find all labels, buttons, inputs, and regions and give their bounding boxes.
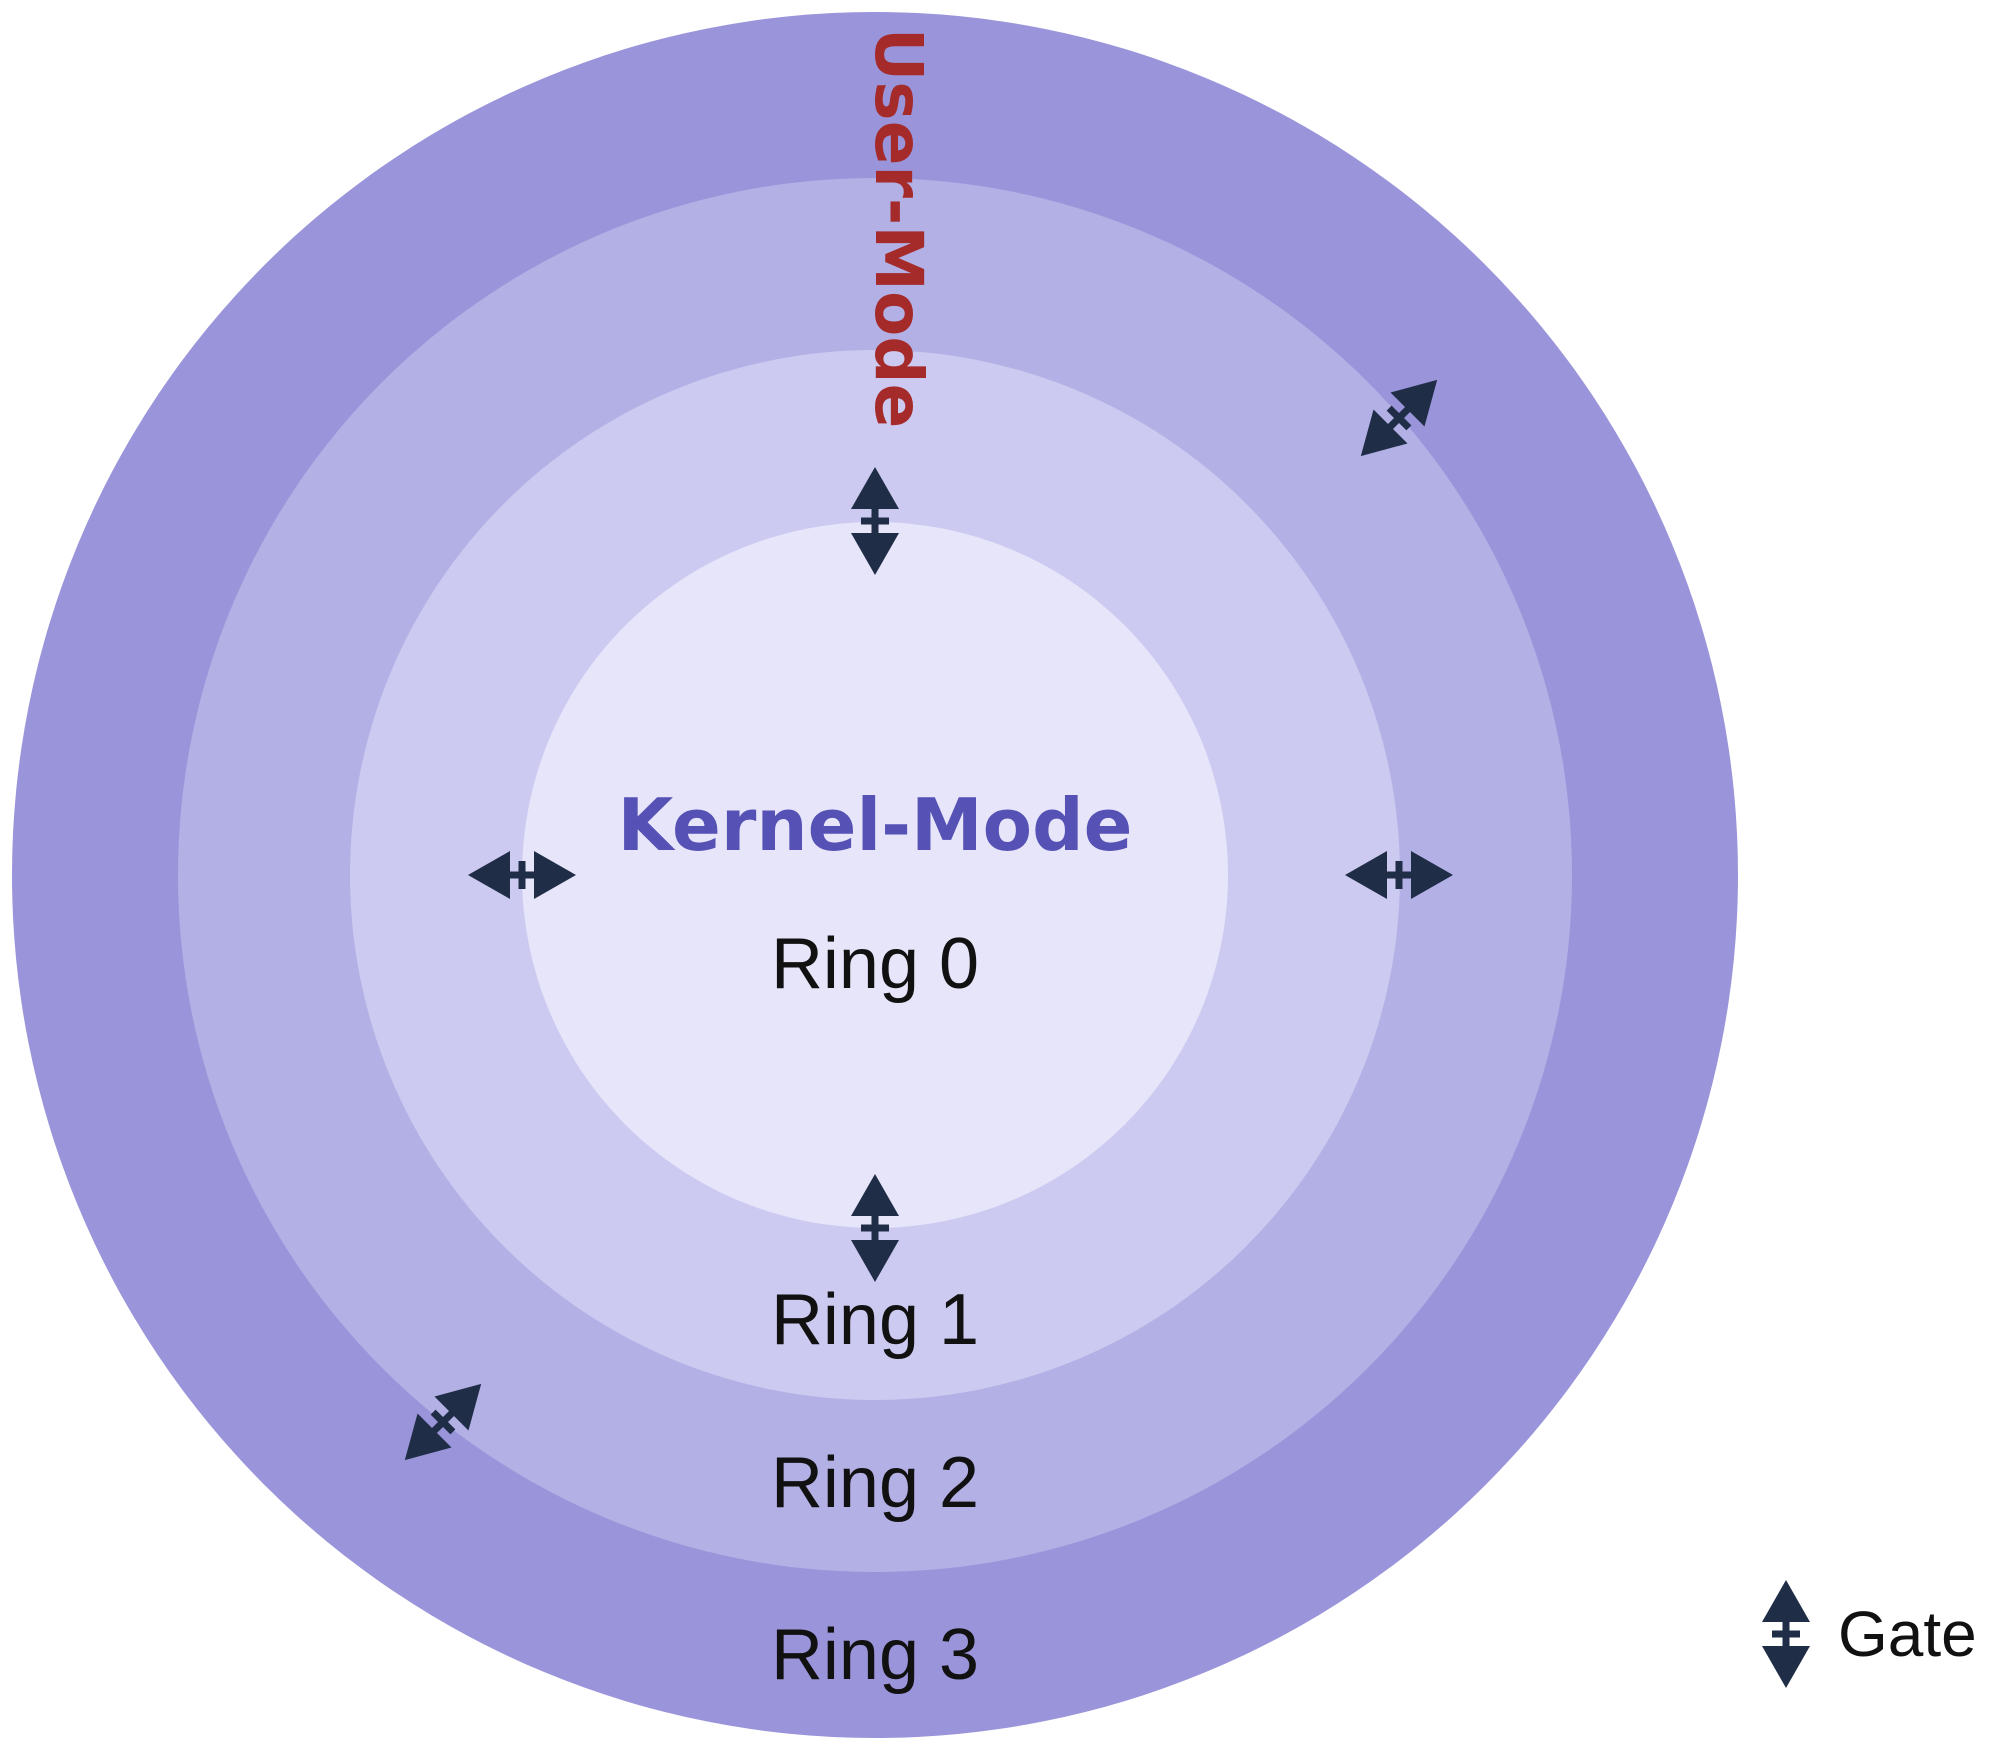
legend: Gate [1762, 1580, 1977, 1688]
kernel-mode-label: Kernel-Mode [617, 783, 1132, 867]
ring-0-area [522, 522, 1228, 1228]
legend-gate-label: Gate [1838, 1598, 1977, 1670]
legend-gate-icon [1762, 1580, 1810, 1688]
ring-2-label: Ring 2 [771, 1443, 979, 1523]
ring-3-label: Ring 3 [771, 1615, 979, 1695]
user-mode-label: User-Mode [860, 28, 937, 429]
ring-0-label: Ring 0 [771, 924, 979, 1004]
ring-1-label: Ring 1 [771, 1280, 979, 1360]
